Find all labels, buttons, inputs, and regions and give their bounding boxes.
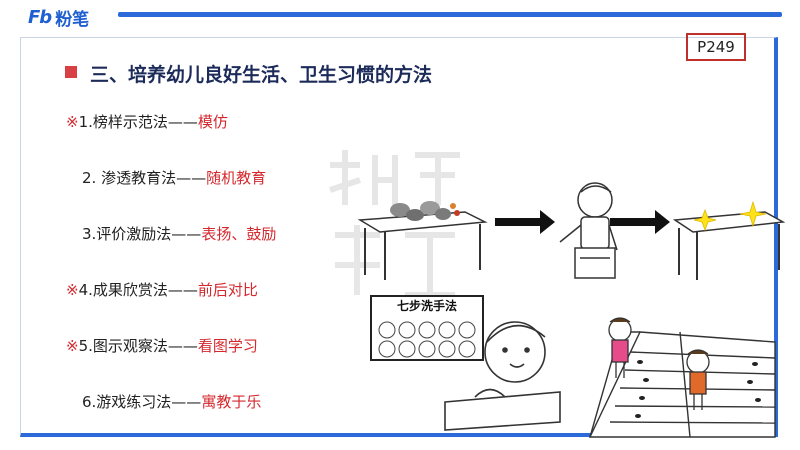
method-item: ※5.图示观察法——看图学习 bbox=[66, 335, 258, 356]
method-name: 4.成果欣赏法—— bbox=[78, 281, 198, 299]
arrow-right-icon bbox=[610, 210, 670, 234]
title-bullet-icon bbox=[65, 66, 77, 78]
method-item: 2. 渗透教育法——随机教育 bbox=[82, 167, 266, 188]
method-item: ※1.榜样示范法——模仿 bbox=[66, 111, 228, 132]
key-mark: ※ bbox=[66, 113, 79, 131]
method-keyword: 看图学习 bbox=[197, 337, 258, 355]
brand-name: 粉笔 bbox=[55, 9, 90, 30]
child-on-stairs-icon bbox=[686, 349, 710, 410]
slide-frame bbox=[20, 37, 778, 437]
method-keyword: 随机教育 bbox=[206, 169, 267, 187]
brand-logo: Fb 粉笔 bbox=[28, 6, 90, 30]
watermark-glyph-icon bbox=[329, 150, 460, 298]
method-keyword: 表扬、鼓励 bbox=[201, 225, 277, 243]
watermark bbox=[320, 145, 470, 305]
method-keyword: 寓教于乐 bbox=[201, 393, 262, 411]
method-item: ※4.成果欣赏法——前后对比 bbox=[66, 279, 258, 300]
slide-title: 三、培养幼儿良好生活、卫生习惯的方法 bbox=[90, 64, 433, 86]
method-keyword: 模仿 bbox=[197, 113, 228, 131]
method-name: 3.评价激励法—— bbox=[82, 225, 202, 243]
key-mark: ※ bbox=[66, 281, 79, 299]
messy-table-icon bbox=[357, 201, 488, 280]
brand-mark: Fb bbox=[28, 6, 52, 28]
method-item: 3.评价激励法——表扬、鼓励 bbox=[82, 223, 276, 244]
method-name: 1.榜样示范法—— bbox=[78, 113, 198, 131]
header-bar bbox=[118, 12, 782, 17]
method-keyword: 前后对比 bbox=[197, 281, 258, 299]
child-tidying-icon bbox=[559, 182, 618, 279]
handwash-sign-label: 七步洗手法 bbox=[396, 299, 457, 313]
child-washing-icon bbox=[444, 321, 561, 431]
handwashing-illustration bbox=[370, 295, 561, 431]
method-name: 6.游戏练习法—— bbox=[82, 393, 202, 411]
page-reference-box: P249 bbox=[686, 33, 746, 61]
method-name: 5.图示观察法—— bbox=[78, 337, 198, 355]
arrow-right-icon bbox=[495, 210, 555, 234]
stairs-illustration bbox=[588, 317, 776, 438]
method-name: 2. 渗透教育法—— bbox=[82, 169, 207, 187]
tidying-illustration bbox=[357, 182, 785, 280]
key-mark: ※ bbox=[66, 337, 79, 355]
child-on-stairs-icon bbox=[608, 317, 632, 378]
clean-table-icon bbox=[672, 200, 785, 280]
method-item: 6.游戏练习法——寓教于乐 bbox=[82, 391, 261, 412]
